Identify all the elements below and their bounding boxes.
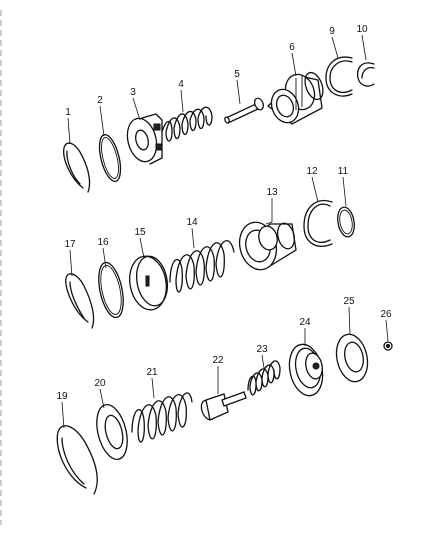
callout-12: 12	[306, 166, 318, 177]
callout-4: 4	[178, 79, 184, 90]
part-washer-25	[335, 333, 369, 383]
callout-26: 26	[380, 309, 392, 320]
part-seal-ring-16	[98, 261, 124, 319]
part-valve-22	[200, 391, 247, 421]
callout-20: 20	[94, 378, 106, 389]
part-retainer-3	[126, 113, 163, 165]
callout-10: 10	[356, 24, 368, 35]
callout-24: 24	[299, 317, 311, 328]
part-small-ring-10	[356, 62, 375, 87]
part-spring-21	[131, 392, 193, 443]
callout-16: 16	[97, 237, 109, 248]
callout-6: 6	[289, 42, 295, 53]
part-spring-23	[247, 360, 281, 396]
callout-19: 19	[56, 391, 68, 402]
part-seal-ring-2	[98, 133, 122, 183]
leader-lines	[61, 34, 389, 429]
callout-22: 22	[212, 355, 224, 366]
callout-1: 1	[65, 107, 71, 118]
callout-2: 2	[97, 95, 103, 106]
part-snap-ring-17	[65, 273, 95, 329]
part-snap-ring-19	[56, 425, 98, 495]
part-piston-24	[288, 343, 324, 397]
part-piston-6	[266, 71, 324, 125]
callout-25: 25	[343, 296, 355, 307]
part-washer-20	[96, 403, 128, 461]
part-seal-26	[383, 341, 393, 351]
part-small-ring-11	[337, 206, 355, 238]
callout-21: 21	[146, 367, 158, 378]
part-pin-5	[224, 97, 264, 124]
callout-5: 5	[234, 69, 240, 80]
callout-14: 14	[186, 217, 198, 228]
part-open-ring-9	[325, 56, 353, 97]
part-piston-13	[238, 221, 297, 271]
callout-labels: 1 2 3 4 5 6 9 10 12 11 13 17 16 15 14 19…	[56, 24, 392, 402]
callout-17: 17	[64, 239, 76, 250]
callout-15: 15	[134, 227, 146, 238]
callout-9: 9	[329, 26, 335, 37]
part-spring-4	[161, 106, 213, 142]
part-open-ring-12	[303, 200, 333, 247]
callout-3: 3	[130, 87, 136, 98]
part-spring-14	[169, 240, 235, 293]
part-disc-15	[129, 255, 169, 311]
callout-23: 23	[256, 344, 268, 355]
part-snap-ring-1	[63, 142, 91, 193]
callout-11: 11	[338, 166, 349, 177]
callout-13: 13	[266, 187, 278, 198]
